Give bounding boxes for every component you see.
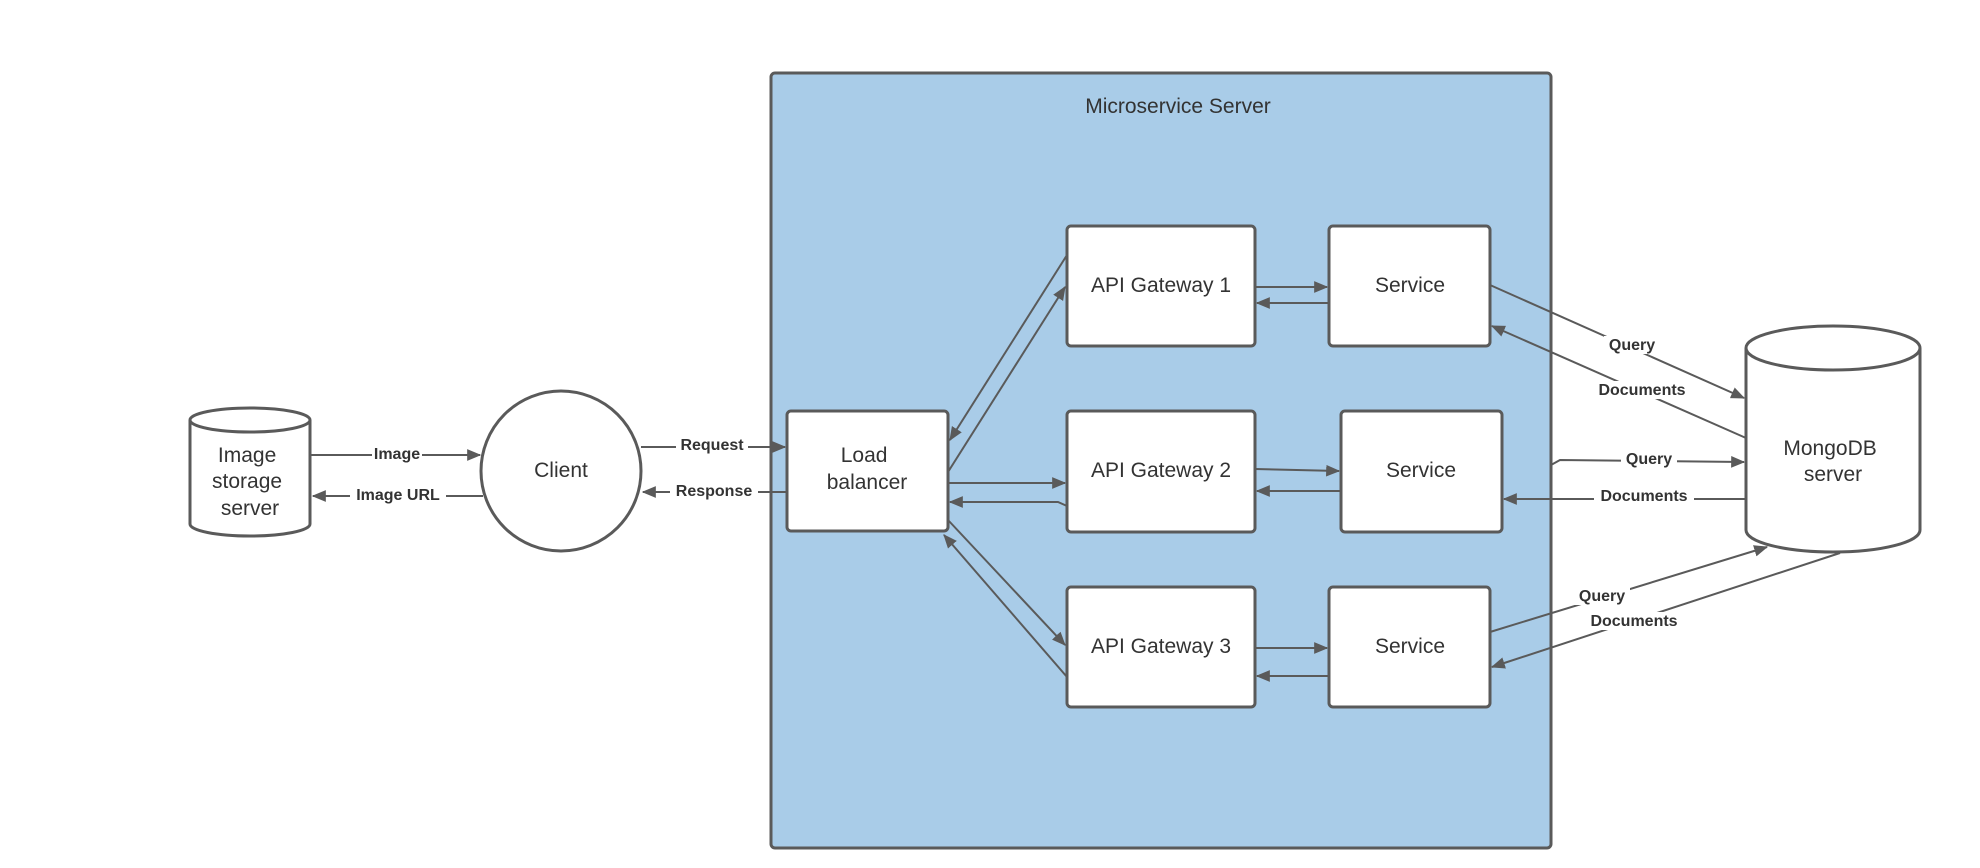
image-storage-cylinder-body <box>188 420 312 538</box>
load-balancer-label-line-2: balancer <box>827 471 908 494</box>
svg-text:Image storage serv: Image storage server <box>212 444 288 520</box>
service-1-node: Service <box>1327 224 1492 348</box>
image-url-edge-label: Image URL <box>356 487 440 504</box>
service-3-node: Service <box>1327 585 1492 709</box>
mongodb-cylinder-body <box>1744 348 1922 554</box>
client-circle <box>479 389 643 553</box>
mongodb-server-node: MongoDB server <box>1744 324 1922 554</box>
api-gateway-1-label: API Gateway 1 <box>1091 274 1231 297</box>
edge-label-query-2: Query <box>1621 450 1677 468</box>
gateway-3-to-lb-edge <box>943 534 1068 678</box>
documents-3-edge-label: Documents <box>1590 613 1677 630</box>
edge-label-request: Request <box>676 436 748 454</box>
documents-2-edge-label: Documents <box>1600 488 1687 505</box>
service-2-box <box>1339 409 1504 534</box>
client-label: Client <box>534 459 588 482</box>
api-gateway-3-label: API Gateway 3 <box>1091 635 1231 658</box>
api-gateway-2-node: API Gateway 2 <box>1065 409 1257 534</box>
api-gateway-1-node: API Gateway 1 <box>1065 224 1257 348</box>
gateway-2-to-lb-edge <box>948 496 1068 508</box>
gateway-2-to-service-2-edge <box>1254 464 1341 477</box>
service-3-box <box>1327 585 1492 709</box>
edge-label-image: Image <box>372 445 422 463</box>
edge-label-documents-2: Documents <box>1594 487 1694 505</box>
documents-3-edge <box>1490 552 1841 669</box>
query-1-edge-label: Query <box>1609 337 1655 354</box>
query-2-edge <box>1550 456 1746 468</box>
lb-to-gateway-3-edge <box>947 519 1066 646</box>
documents-1-edge-label: Documents <box>1598 382 1685 399</box>
edge-label-query-1: Query <box>1604 336 1660 354</box>
mongodb-label-line-1: MongoDB <box>1783 437 1876 460</box>
edge-label-image-url: Image URL <box>350 486 446 504</box>
image-storage-label-line-3: server <box>221 497 279 520</box>
edge-label-documents-3: Documents <box>1584 612 1684 630</box>
api-gateway-2-box <box>1065 409 1257 534</box>
load-balancer-node: Load balancer <box>785 409 950 533</box>
service-2-label: Service <box>1386 459 1456 482</box>
edge-label-documents-1: Documents <box>1592 381 1692 399</box>
query-3-edge-label: Query <box>1579 588 1625 605</box>
container-title: Microservice Server <box>1085 95 1271 118</box>
mongodb-cylinder-top <box>1744 324 1922 372</box>
image-storage-server-node: Image storage server <box>188 406 312 538</box>
svg-text:Load balancer: Load balancer <box>827 444 908 494</box>
gateway-1-to-lb-edge <box>949 254 1068 441</box>
image-storage-cylinder-top <box>188 406 312 434</box>
api-gateway-3-node: API Gateway 3 <box>1065 585 1257 709</box>
image-storage-label-line-1: Image <box>218 444 276 467</box>
mongodb-label-line-2: server <box>1804 463 1862 486</box>
service-1-label: Service <box>1375 274 1445 297</box>
service-2-node: Service <box>1339 409 1504 534</box>
edge-label-query-3: Query <box>1574 587 1630 605</box>
lb-to-gateway-1-edge <box>947 286 1066 473</box>
image-storage-label-line-2: storage <box>212 470 282 493</box>
query-2-edge-label: Query <box>1626 451 1672 468</box>
load-balancer-label-line-1: Load <box>841 444 888 467</box>
image-edge-label: Image <box>374 446 420 463</box>
svg-text:MongoDB server: MongoDB server <box>1783 437 1882 486</box>
edge-label-response: Response <box>670 482 758 500</box>
client-node: Client <box>479 389 643 553</box>
service-3-label: Service <box>1375 635 1445 658</box>
request-edge-label: Request <box>680 437 744 454</box>
api-gateway-2-label: API Gateway 2 <box>1091 459 1231 482</box>
response-edge-label: Response <box>676 483 753 500</box>
